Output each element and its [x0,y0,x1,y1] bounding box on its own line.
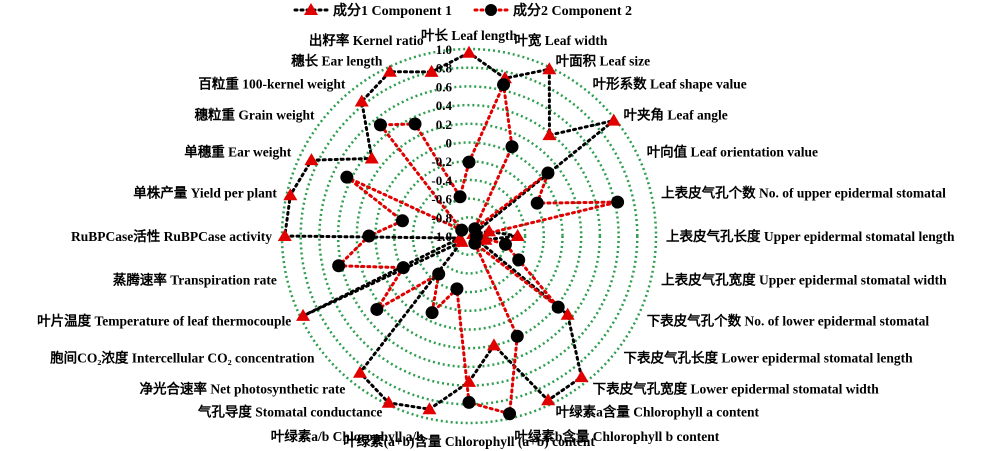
component1-triangle-marker [381,395,396,408]
component1-triangle-marker [462,374,476,387]
category-label: RuBPCase活性 RuBPCase activity [71,228,272,244]
component2-circle-marker [497,78,511,92]
grid-ring [355,122,583,350]
category-label: 上表皮气孔个数 No. of upper epidermal stomatal [661,185,946,201]
component1-triangle-marker [560,307,575,320]
component2-circle-marker [541,166,555,180]
component2-circle-marker [551,300,565,314]
tick-label: 0.6 [436,79,453,94]
category-label: 穗粒重 Grain weight [195,106,316,122]
component1-triangle-marker [510,229,525,241]
component2-circle-marker [425,306,439,320]
category-label: 叶绿素a含量 Chlorophyll a content [556,404,760,420]
component1-triangle-marker [542,128,557,141]
component2-circle-marker [432,267,446,281]
component1-triangle-marker [486,338,501,351]
component2-circle-marker [530,196,544,210]
grid-ring [318,85,620,387]
grid-ring [299,66,639,406]
legend-label: 成分1 Component 1 [333,2,452,19]
tick-label: -1.0 [431,229,452,244]
tick-label: 0 [446,136,453,151]
component1-triangle-marker [606,113,621,126]
category-label: 叶绿素a/b Chlorophyll a/b [271,428,424,444]
category-label: 下表皮气孔宽度 Lower epidermal stomatal width [593,380,880,396]
category-label: 蒸腾速率 Transpiration rate [113,271,277,287]
component2-circle-marker [396,261,410,275]
component1-triangle-marker [574,370,589,383]
component1-triangle-marker [452,231,467,244]
tick-label: 0.2 [436,117,452,132]
category-label: 单穗重 Ear weight [184,143,292,159]
component2-circle-marker [373,118,387,132]
component2-circle-marker [332,259,346,273]
category-label: 叶面积 Leaf size [556,52,650,68]
grid-ring [411,178,527,294]
component1-triangle-marker [277,229,292,241]
category-label: 百粒重 100-kernel weight [198,76,345,92]
category-label: 叶绿素(a+b)含量 Chlorophyll (a+b) content [343,433,595,449]
tick-label: -0.4 [431,173,452,188]
category-label: 叶长 Leaf length [421,27,517,43]
component1-triangle-marker [283,188,298,201]
component2-circle-marker [370,302,384,316]
tick-label: 1.0 [436,42,452,57]
category-label: 叶向值 Leaf orientation value [647,143,818,159]
component1-triangle-marker [364,151,379,164]
category-label: 上表皮气孔长度 Upper epidermal stomatal length [666,228,955,244]
category-label: 叶宽 Leaf width [514,32,607,48]
component2-circle-marker [462,395,476,409]
component2-circle-marker [453,190,467,204]
component2-circle-marker [611,195,625,209]
component2-circle-marker [503,407,517,421]
component1-triangle-marker [304,153,319,166]
tick-label: -0.8 [431,210,452,225]
component1-triangle-marker [382,64,397,77]
tick-label: -0.2 [431,154,452,169]
category-label: 上表皮气孔宽度 Upper epidermal stomatal width [661,271,947,287]
legend-circle-icon [485,4,497,16]
component2-circle-marker [362,229,376,243]
category-label: 胞间CO₂浓度 Intercellular CO₂ concentration [49,350,315,366]
category-label: 出籽率 Kernel ratio [309,32,424,48]
component2-circle-marker [505,140,519,154]
tick-label: 0.4 [436,98,453,113]
component1-triangle-marker [541,393,556,406]
component2-circle-marker [468,236,482,250]
category-label: 单株产量 Yield per plant [133,185,277,201]
category-label: 下表皮气孔长度 Lower epidermal stomatal length [623,350,913,366]
component2-circle-marker [340,170,354,184]
component2-circle-marker [455,223,469,237]
grid-ring [374,141,564,331]
component2-circle-marker [395,214,409,228]
category-label: 叶绿素b含量 Chlorophyll b content [514,428,719,444]
component2-circle-marker [408,117,422,131]
category-label: 下表皮气孔个数 No. of lower epidermal stomatal [647,313,930,329]
component1-triangle-marker [424,64,439,77]
tick-label: -0.6 [431,192,452,207]
category-label: 净光合速率 Net photosynthetic rate [140,380,346,396]
component1-triangle-marker [352,365,367,378]
component1-triangle-marker [296,308,311,321]
component2-circle-marker [510,329,524,343]
category-label: 叶夹角 Leaf angle [623,106,727,122]
component2-circle-marker [512,253,526,267]
series-line-2 [335,79,618,416]
component2-circle-marker [462,155,476,169]
legend-triangle-icon [304,3,318,15]
legend-label: 成分2 Component 2 [513,2,632,19]
component1-triangle-marker [422,402,437,415]
component1-triangle-marker [542,62,557,75]
component2-circle-marker [498,237,512,251]
tick-label: 0.8 [436,61,453,76]
component2-circle-marker [450,282,464,296]
category-label: 气孔导度 Stomatal conductance [197,404,383,420]
category-label: 叶形系数 Leaf shape value [593,76,747,92]
category-label: 穗长 Ear length [291,52,383,68]
component1-triangle-marker [354,94,369,107]
component1-triangle-marker [462,45,476,58]
category-label: 叶片温度 Temperature of leaf thermocouple [37,313,291,329]
